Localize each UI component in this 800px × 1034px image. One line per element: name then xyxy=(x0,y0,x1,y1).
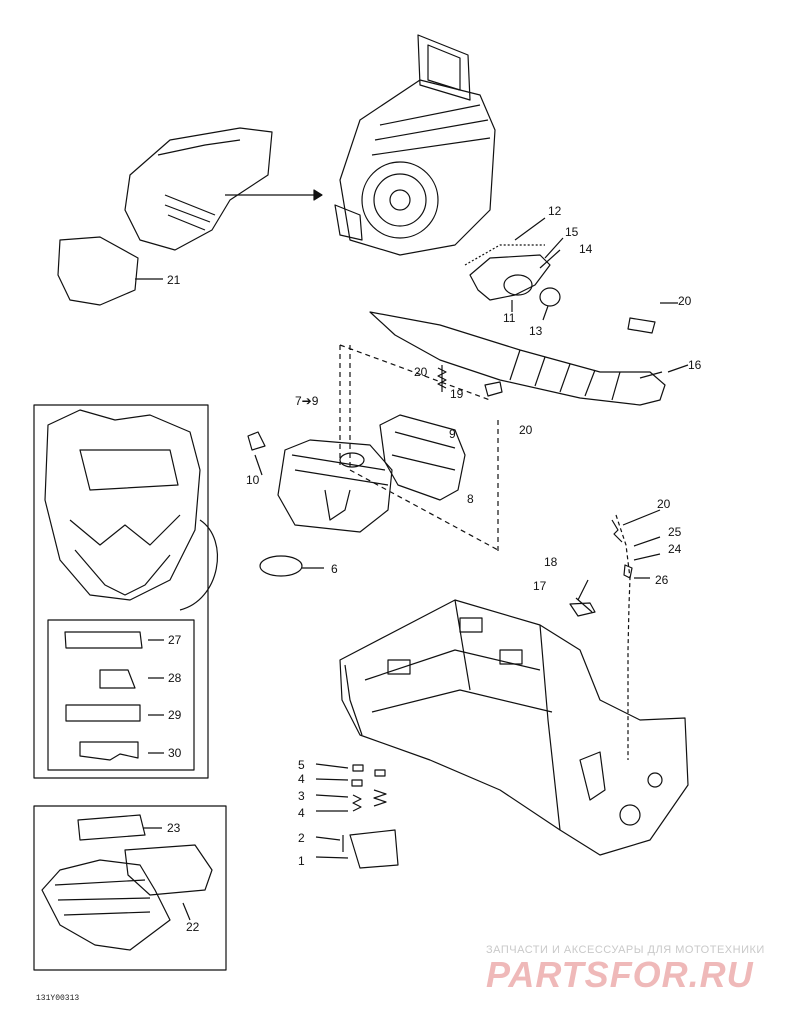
engine-drawing xyxy=(334,34,496,256)
belly-pan-drawing xyxy=(41,814,213,951)
callout-8: 8 xyxy=(467,492,474,506)
belly-pan-box xyxy=(33,805,227,971)
spring-20-lower-drawing xyxy=(611,519,623,543)
decal-27-drawing xyxy=(64,631,143,649)
callout-21: 21 xyxy=(167,273,181,287)
callout-4a: 4 xyxy=(298,772,305,786)
callout-6: 6 xyxy=(331,562,338,576)
callout-22: 22 xyxy=(186,920,200,934)
callout-9: 9 xyxy=(449,427,456,441)
heat-shield-drawing xyxy=(379,414,466,501)
expansion-chamber-drawing xyxy=(369,311,666,406)
callout-30: 30 xyxy=(168,746,182,760)
callout-14: 14 xyxy=(579,242,593,256)
muffler-drawing xyxy=(277,439,393,533)
callout-2: 2 xyxy=(298,831,305,845)
callout-23: 23 xyxy=(167,821,181,835)
callout-29: 29 xyxy=(168,708,182,722)
callout-7-9: 7➔9 xyxy=(295,394,319,408)
manifold-drawing xyxy=(464,244,551,301)
callout-25: 25 xyxy=(668,525,682,539)
callout-20a: 20 xyxy=(678,294,692,308)
decal-30-drawing xyxy=(79,741,139,761)
callout-19: 19 xyxy=(450,387,464,401)
rubber-10-drawing xyxy=(247,431,266,451)
callout-26: 26 xyxy=(655,573,669,587)
callout-3: 3 xyxy=(298,789,305,803)
callout-13: 13 xyxy=(529,324,543,338)
watermark-caption: ЗАПЧАСТИ И АКСЕССУАРЫ ДЛЯ МОТОТЕХНИКИ xyxy=(486,944,765,956)
callout-15: 15 xyxy=(565,225,579,239)
callout-28: 28 xyxy=(168,671,182,685)
pad-21-drawing xyxy=(57,236,139,306)
callout-12: 12 xyxy=(548,204,562,218)
hood-box xyxy=(33,404,209,779)
decal-28-drawing xyxy=(99,669,136,689)
engine-cover-drawing xyxy=(124,127,273,251)
decal-29-drawing xyxy=(65,704,141,722)
callout-20c: 20 xyxy=(519,423,533,437)
gasket-13-drawing xyxy=(539,287,561,307)
frame-drawing xyxy=(339,599,689,856)
callout-11: 11 xyxy=(503,311,516,325)
callout-4b: 4 xyxy=(298,806,305,820)
gasket-20-drawing xyxy=(627,317,656,334)
hood-drawing xyxy=(44,409,218,611)
mount-hardware-drawing xyxy=(342,764,399,869)
callout-5: 5 xyxy=(298,758,305,772)
decal-box xyxy=(47,619,195,771)
callout-20b: 20 xyxy=(414,365,428,379)
callout-20d: 20 xyxy=(657,497,671,511)
callout-10: 10 xyxy=(246,473,260,487)
callout-16: 16 xyxy=(688,358,702,372)
callout-27: 27 xyxy=(168,633,182,647)
callout-17: 17 xyxy=(533,579,547,593)
callout-18: 18 xyxy=(544,555,558,569)
callout-1: 1 xyxy=(298,854,305,868)
watermark-logo: PARTSFOR.RU xyxy=(486,954,754,995)
figure-id: 131Y00313 xyxy=(36,994,80,1003)
callout-labels: 1 2 3 4 4 5 6 7➔9 8 9 10 11 12 13 14 15 … xyxy=(167,204,702,934)
grommet-6-drawing xyxy=(259,555,303,577)
callout-24: 24 xyxy=(668,542,682,556)
